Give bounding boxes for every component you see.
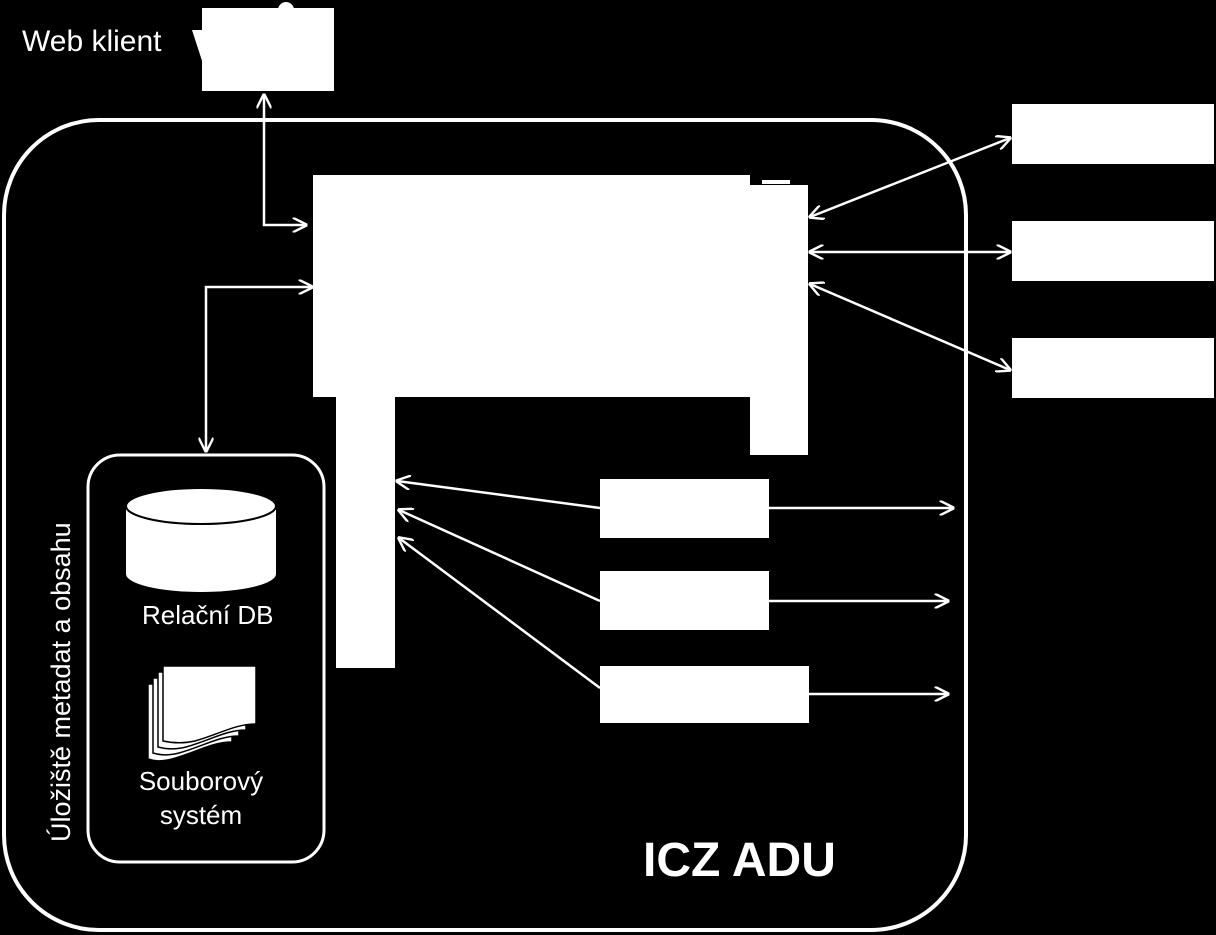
file-stack-icon <box>147 665 257 762</box>
module-connector-3 <box>399 538 601 690</box>
relational-db-label: Relační DB <box>142 600 274 630</box>
file-system-label: Souborový systém <box>138 766 264 830</box>
external-connector-3 <box>810 284 1010 370</box>
system-title: ICZ ADU <box>643 834 836 887</box>
module-box-2[interactable] <box>600 571 769 630</box>
web-client-label: Web klient <box>22 25 162 58</box>
web-client-knob <box>278 2 294 18</box>
module-connector-2 <box>399 510 601 603</box>
module-box-1[interactable] <box>600 479 769 538</box>
storage-connector <box>206 287 312 451</box>
core-component[interactable] <box>313 175 808 668</box>
module-box-3[interactable] <box>600 666 809 723</box>
storage-container <box>86 453 326 864</box>
web-client-connector <box>264 95 306 225</box>
module-connector-1 <box>397 481 601 510</box>
external-connector-1 <box>810 138 1010 217</box>
external-system-box-1[interactable] <box>1012 104 1214 164</box>
web-client-tab <box>192 30 205 70</box>
database-icon <box>125 487 277 592</box>
external-system-box-3[interactable] <box>1012 338 1214 398</box>
web-client-box[interactable] <box>202 8 334 91</box>
system-container <box>2 118 968 932</box>
core-component-notch <box>762 180 790 184</box>
storage-label: Úložiště metadat a obsahu <box>46 522 76 842</box>
external-system-box-2[interactable] <box>1012 221 1214 281</box>
